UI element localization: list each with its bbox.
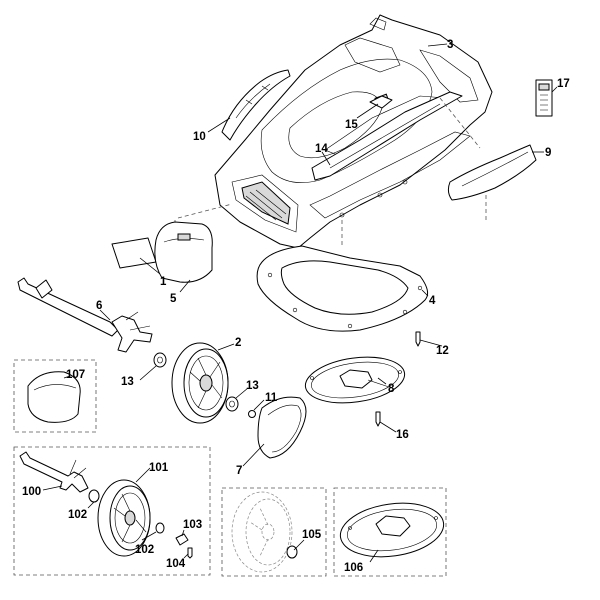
part-4-cutting-ring (256, 245, 429, 332)
label-6: 6 (96, 300, 102, 312)
label-13a: 13 (121, 376, 134, 388)
variant-box-107 (13, 359, 97, 433)
part-5-flap (154, 221, 213, 283)
label-3: 3 (447, 39, 453, 51)
label-5: 5 (170, 293, 177, 305)
part-7-hubcap (257, 396, 307, 459)
label-101: 101 (149, 462, 169, 474)
label-102b: 102 (135, 544, 154, 556)
part-17-label (535, 79, 553, 117)
label-1: 1 (160, 276, 167, 288)
callout-labels: 3 17 10 15 14 9 1 5 4 6 2 13 12 13 11 8 … (22, 39, 570, 574)
label-17: 17 (557, 78, 570, 90)
part-1-plate (111, 237, 157, 269)
label-105: 105 (302, 529, 322, 541)
leader-lines (42, 43, 558, 563)
label-2: 2 (235, 337, 241, 349)
part-14-strut (311, 91, 463, 181)
variant-box-106 (333, 487, 447, 577)
part-13-bearing-front (153, 352, 167, 368)
part-2-wheel (171, 342, 229, 424)
part-6-axle (17, 277, 153, 353)
part-12-screw (415, 331, 421, 347)
label-103: 103 (183, 519, 202, 531)
label-15: 15 (345, 119, 358, 131)
label-9: 9 (545, 147, 551, 159)
label-104: 104 (166, 558, 186, 570)
part-10-side-trim (221, 69, 291, 141)
label-10: 10 (193, 131, 206, 143)
part-11-nut (248, 410, 256, 418)
label-16: 16 (396, 429, 409, 441)
variant-box-100-104 (13, 446, 211, 576)
label-8: 8 (388, 383, 395, 395)
label-107: 107 (66, 369, 85, 381)
part-15-clip (369, 95, 393, 109)
label-11: 11 (265, 392, 278, 404)
part-9-rear-trim (447, 144, 537, 201)
label-106: 106 (344, 562, 363, 574)
label-100: 100 (22, 486, 41, 498)
label-4: 4 (429, 295, 436, 307)
label-102a: 102 (68, 509, 87, 521)
part-13-bearing-rear (225, 396, 239, 412)
label-13b: 13 (246, 380, 259, 392)
label-12: 12 (436, 345, 449, 357)
part-8-blade-disc (304, 356, 406, 404)
label-14: 14 (315, 143, 328, 155)
part-16-screw (375, 411, 381, 427)
label-7: 7 (236, 465, 242, 477)
